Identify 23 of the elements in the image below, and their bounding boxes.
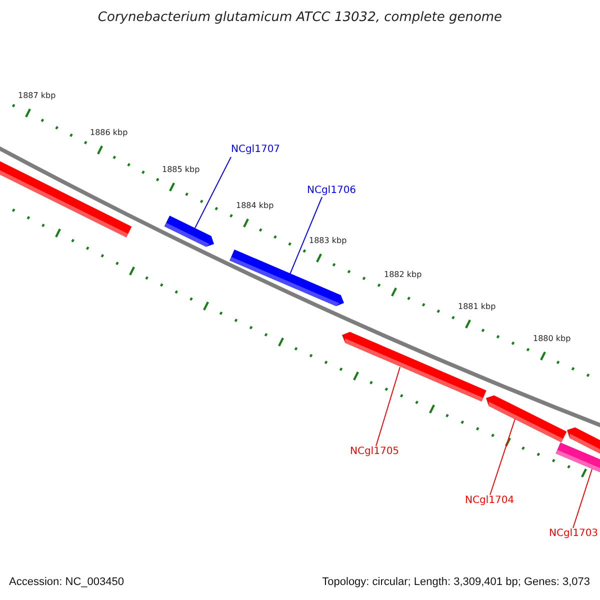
gene-label: NCgl1707: [231, 144, 280, 156]
gene-label: NCgl1703: [549, 528, 598, 540]
scale-label: 1884 kbp: [236, 201, 274, 211]
scale-label: 1880 kbp: [533, 334, 571, 344]
gene-label: NCgl1706: [307, 185, 356, 197]
leader-line: [290, 196, 322, 274]
gene-feature: [230, 249, 344, 306]
accession-text: Accession: NC_003450: [9, 575, 124, 589]
gene-feature: [0, 158, 132, 238]
map-title: Corynebacterium glutamicum ATCC 13032, complete genome: [96, 9, 504, 27]
gene-feature: [342, 332, 486, 402]
scale-label: 1885 kbp: [162, 165, 200, 175]
scale-label: 1882 kbp: [384, 270, 422, 280]
gene-feature: [486, 395, 567, 442]
gene-label: NCgl1704: [465, 495, 514, 507]
leader-line: [572, 468, 592, 528]
leader-line: [490, 418, 516, 496]
genome-stats-text: Topology: circular; Length: 3,309,401 bp; Genes: 3,073: [322, 575, 590, 589]
leader-line: [194, 156, 232, 228]
gene-label: NCgl1705: [350, 446, 400, 458]
leader-line: [376, 366, 400, 446]
gene-feature: [164, 216, 214, 247]
scale-label: 1887 kbp: [18, 91, 56, 101]
